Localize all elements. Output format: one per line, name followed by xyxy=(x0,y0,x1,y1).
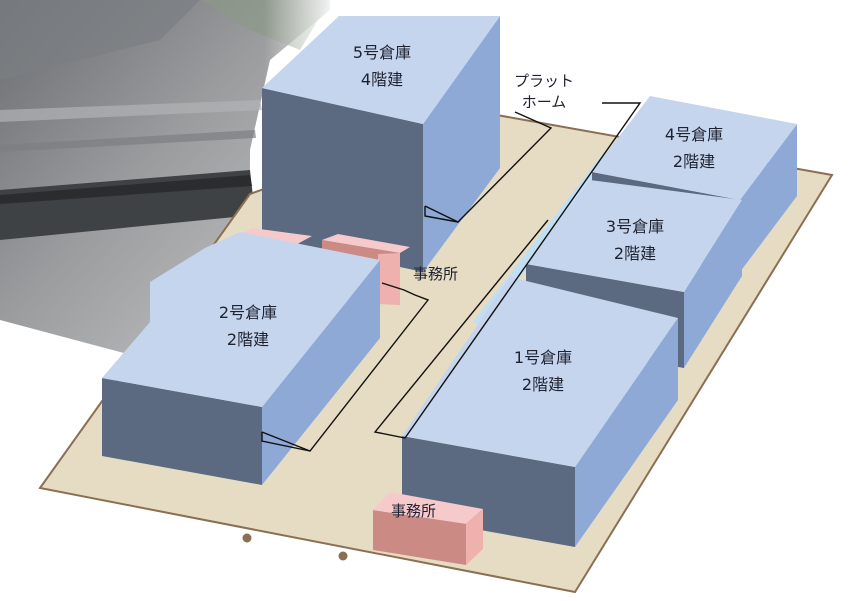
office-upper-label: 事務所 xyxy=(413,265,458,283)
warehouse-2-name: 2号倉庫 xyxy=(219,303,277,322)
roof-face xyxy=(402,277,678,467)
warehouse-2: 2号倉庫 2階建 xyxy=(102,232,380,485)
road-dot xyxy=(242,533,252,543)
wall-light-face xyxy=(423,16,500,272)
warehouse-3-floors: 2階建 xyxy=(614,244,656,263)
platform-label-line1: プラット xyxy=(514,72,574,90)
platform-outlines xyxy=(261,102,642,452)
platform-2-ramp xyxy=(261,432,311,452)
office-side-face xyxy=(466,509,483,565)
wall-light-face xyxy=(262,260,380,485)
roof-face xyxy=(262,16,500,124)
wall-dark-face xyxy=(262,88,423,272)
office-front-face xyxy=(373,510,466,565)
roof-face xyxy=(592,96,797,200)
office-top-face xyxy=(322,234,410,253)
warehouse-1: 1号倉庫 2階建 xyxy=(402,277,678,547)
warehouse-3-name: 3号倉庫 xyxy=(606,217,664,236)
office-lower-building xyxy=(373,492,483,565)
platform-2-outline xyxy=(261,282,430,452)
warehouse-4-name: 4号倉庫 xyxy=(665,125,723,144)
office-top-face xyxy=(373,492,483,524)
wall-light-face xyxy=(740,124,797,272)
platform-label-line2: ホーム xyxy=(522,93,567,111)
platform-5-outline xyxy=(424,111,553,223)
warehouse-5-name: 5号倉庫 xyxy=(353,43,411,62)
warehouse-1-name: 1号倉庫 xyxy=(514,348,572,367)
roof-face xyxy=(102,232,380,407)
roof-face xyxy=(526,180,742,292)
wall-light-face xyxy=(684,200,742,368)
road-dot xyxy=(338,551,348,561)
warehouse-5-floors: 4階建 xyxy=(361,70,403,89)
office-side-face xyxy=(378,253,400,305)
warehouse-1-floors: 2階建 xyxy=(522,375,564,394)
warehouse-5: 5号倉庫 4階建 xyxy=(262,16,500,272)
warehouse-2-floors: 2階建 xyxy=(227,330,269,349)
wall-dark-face xyxy=(102,378,262,485)
office-lower-label: 事務所 xyxy=(391,502,436,520)
road-markers xyxy=(242,533,348,561)
wall-light-face xyxy=(575,318,678,547)
platform-1-outline xyxy=(373,102,642,439)
platform-5-ramp xyxy=(424,206,459,223)
warehouse-4-floors: 2階建 xyxy=(673,152,715,171)
